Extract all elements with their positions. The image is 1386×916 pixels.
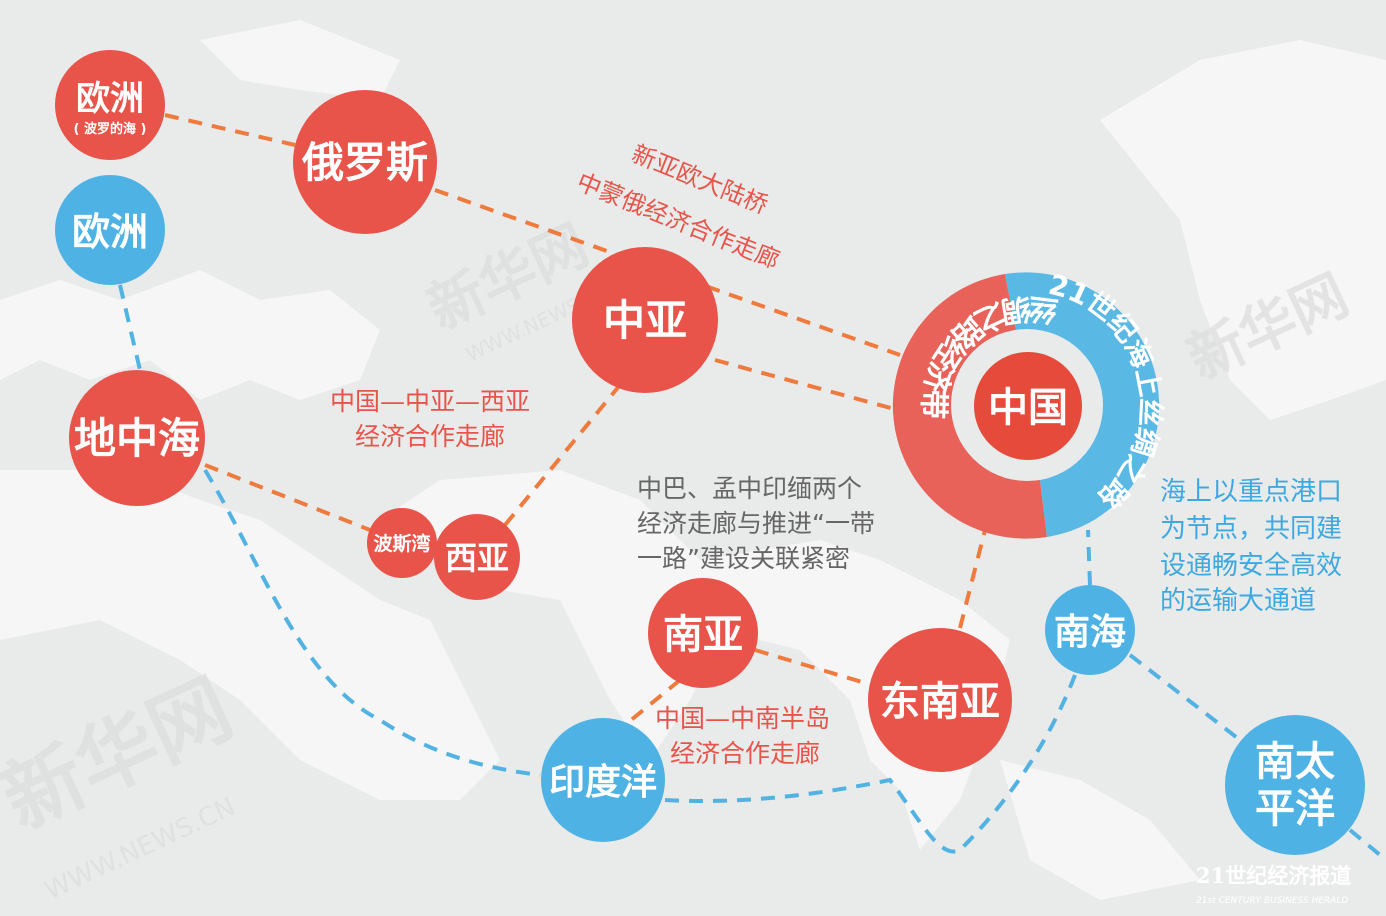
node-persian-gulf[interactable]: 波斯湾 — [367, 508, 437, 578]
svg-text:东南亚: 东南亚 — [880, 679, 1000, 725]
svg-text:南海: 南海 — [1054, 612, 1126, 653]
svg-text:波斯湾: 波斯湾 — [373, 532, 430, 555]
node-south-pacific[interactable]: 南太 平洋 — [1225, 715, 1365, 855]
route-southasia-indianocean — [623, 678, 682, 727]
route-southeastasia-china — [958, 529, 987, 629]
logo-21st-century-business-herald: 21世纪经济报道 21st CENTURY BUSINESS HERALD — [1196, 863, 1351, 906]
annotation-maritime: 海上以重点港口 为节点，共同建 设通畅安全高效 的运输大通道 — [1160, 477, 1342, 616]
svg-text:西亚: 西亚 — [445, 539, 509, 577]
svg-text:经济合作走廊: 经济合作走廊 — [670, 739, 820, 768]
node-indian-ocean[interactable]: 印度洋 — [541, 718, 665, 842]
svg-text:一路”建设关联紧密: 一路”建设关联紧密 — [637, 544, 850, 573]
route-southchinasea-pacific — [1128, 653, 1242, 742]
svg-text:中国—中南半岛: 中国—中南半岛 — [655, 704, 830, 733]
route-europe-mediterranean — [118, 284, 142, 371]
svg-text:南亚: 南亚 — [663, 612, 743, 658]
svg-text:平洋: 平洋 — [1255, 786, 1335, 832]
road-ring — [1005, 272, 1160, 537]
svg-text:21st CENTURY BUSINESS HERALD: 21st CENTURY BUSINESS HERALD — [1196, 896, 1348, 906]
svg-text:经济走廊与推进“一带: 经济走廊与推进“一带 — [637, 509, 875, 538]
svg-text:欧洲: 欧洲 — [72, 210, 148, 254]
route-indianocean-southchinasea — [664, 674, 1077, 854]
annotation-bridge: 新亚欧大陆桥 中蒙俄经济合作走廊 — [573, 140, 784, 275]
node-west-asia[interactable]: 西亚 — [434, 514, 520, 600]
svg-text:地中海: 地中海 — [74, 414, 200, 463]
svg-text:经济合作走廊: 经济合作走廊 — [355, 422, 505, 451]
annotation-indochina: 中国—中南半岛 经济合作走廊 — [655, 704, 830, 768]
svg-text:中国—中亚—西亚: 中国—中亚—西亚 — [330, 387, 530, 416]
node-south-china-sea[interactable]: 南海 — [1045, 585, 1135, 675]
belt-ring — [892, 274, 1047, 539]
node-mediterranean[interactable]: 地中海 — [69, 370, 205, 506]
route-mediterranean-westasia — [204, 463, 371, 532]
svg-text:欧洲: 欧洲 — [76, 79, 144, 119]
node-central-asia[interactable]: 中亚 — [572, 247, 718, 393]
svg-text:设通畅安全高效: 设通畅安全高效 — [1160, 551, 1342, 581]
route-mediterranean-indianocean — [203, 468, 541, 777]
node-europe-maritime[interactable]: 欧洲 — [55, 175, 165, 285]
route-westasia-centralasia — [503, 383, 622, 527]
node-china[interactable]: 中国 丝绸之路经济带 21世纪海上丝绸之路 — [892, 268, 1168, 539]
road-routes — [118, 284, 1386, 862]
land-masses — [0, 20, 1386, 900]
route-southasia-southeastasia — [754, 648, 873, 687]
route-europe-russia — [164, 113, 296, 147]
node-russia[interactable]: 俄罗斯 — [293, 90, 437, 234]
route-centralasia-china — [714, 358, 899, 412]
svg-text:南太: 南太 — [1255, 739, 1335, 785]
svg-text:中国: 中国 — [988, 385, 1068, 431]
svg-text:海上以重点港口: 海上以重点港口 — [1160, 477, 1342, 507]
node-south-asia[interactable]: 南亚 — [648, 578, 758, 688]
annotation-china-central-west-asia: 中国—中亚—西亚 经济合作走廊 — [330, 387, 530, 451]
annotation-pakistan-bcim: 中巴、孟中印缅两个 经济走廊与推进“一带 一路”建设关联紧密 — [637, 474, 875, 573]
svg-text:印度洋: 印度洋 — [549, 762, 657, 803]
route-pacific-east — [1348, 828, 1386, 862]
route-southchinasea-china — [1086, 529, 1092, 586]
svg-text:为节点，共同建: 为节点，共同建 — [1160, 514, 1342, 544]
node-europe-baltic[interactable]: 欧洲 ( 波罗的海 ) — [55, 50, 165, 160]
svg-text:俄罗斯: 俄罗斯 — [301, 138, 428, 187]
svg-text:中亚: 中亚 — [603, 296, 687, 345]
svg-text:的运输大通道: 的运输大通道 — [1160, 586, 1316, 616]
svg-text:21世纪经济报道: 21世纪经济报道 — [1196, 863, 1351, 888]
node-southeast-asia[interactable]: 东南亚 — [868, 628, 1012, 772]
svg-text:( 波罗的海 ): ( 波罗的海 ) — [74, 121, 147, 137]
svg-text:中巴、孟中印缅两个: 中巴、孟中印缅两个 — [637, 474, 862, 503]
